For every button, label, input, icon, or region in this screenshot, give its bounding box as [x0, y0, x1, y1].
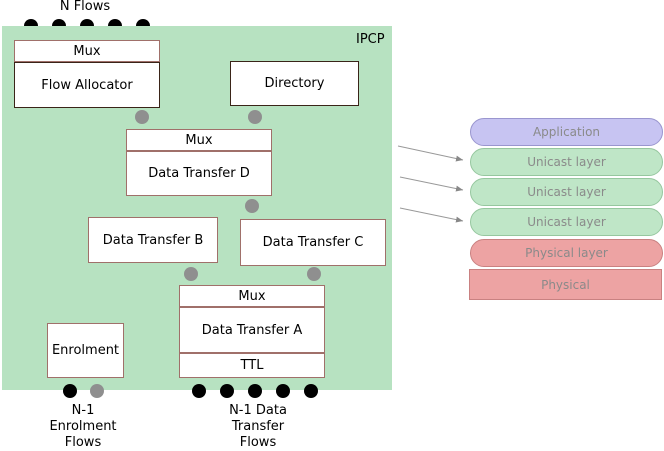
ipcp-label: IPCP [356, 32, 385, 47]
arrow [399, 176, 464, 192]
stack-unicast-layer: Unicast layer [470, 208, 663, 236]
stack-unicast-layer: Unicast layer [470, 148, 663, 176]
port-dot [184, 267, 198, 281]
enrolment[interactable]: Enrolment [47, 323, 124, 378]
n-1-data-transfer-flows-label: N-1 Data Transfer Flows [229, 403, 287, 450]
directory[interactable]: Directory [230, 61, 359, 106]
data-transfer-a-mux[interactable]: Mux [179, 285, 325, 307]
flow-allocator[interactable]: Flow Allocator [14, 62, 160, 108]
port-dot [307, 267, 321, 281]
stack-physical: Physical [469, 269, 662, 300]
stack-unicast-layer: Unicast layer [470, 178, 663, 206]
flow-allocator-mux[interactable]: Mux [14, 40, 160, 62]
n-1-enrolment-flow-dot[interactable] [90, 384, 104, 398]
data-transfer-d-mux[interactable]: Mux [126, 129, 272, 151]
n-1-data-flow-dot[interactable] [192, 384, 206, 398]
n-1-enrolment-flow-dot[interactable] [63, 384, 77, 398]
stack-application: Application [470, 118, 663, 146]
port-dot [245, 199, 259, 213]
n-1-enrolment-flows-label: N-1 Enrolment Flows [49, 403, 117, 450]
n-1-data-flow-dot[interactable] [276, 384, 290, 398]
data-transfer-d[interactable]: Data Transfer D [126, 151, 272, 196]
data-transfer-a-ttl[interactable]: TTL [179, 353, 325, 378]
n-1-data-flow-dot[interactable] [220, 384, 234, 398]
data-transfer-b[interactable]: Data Transfer B [88, 217, 218, 263]
data-transfer-a[interactable]: Data Transfer A [179, 307, 325, 353]
n-1-data-flow-dot[interactable] [248, 384, 262, 398]
arrow [397, 145, 464, 162]
data-transfer-c[interactable]: Data Transfer C [240, 219, 386, 266]
arrow [399, 207, 464, 223]
stack-physical-layer: Physical layer [470, 239, 663, 267]
port-dot [248, 110, 262, 124]
port-dot [135, 110, 149, 124]
n-1-data-flow-dot[interactable] [304, 384, 318, 398]
n-flows-label: N Flows [59, 0, 111, 14]
